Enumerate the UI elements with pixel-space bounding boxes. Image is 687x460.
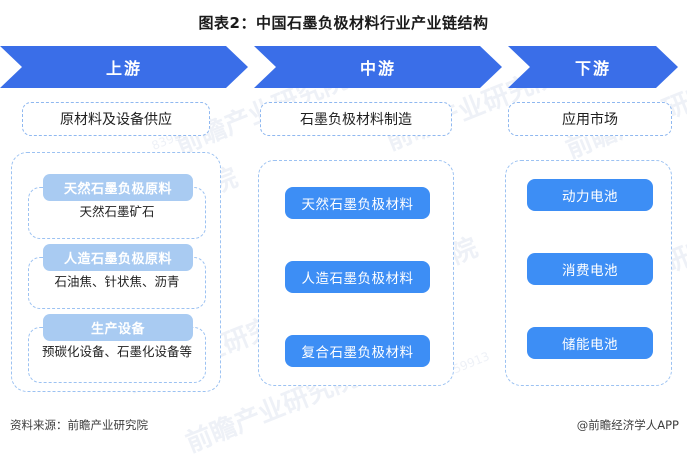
midstream-column: 天然石墨负极材料 人造石墨负极材料 复合石墨负极材料 (258, 160, 454, 386)
upstream-group-body: 石油焦、针状焦、沥青 (54, 274, 180, 289)
upstream-group-header: 天然石墨负极原料 (43, 174, 193, 201)
midstream-item-natural[interactable]: 天然石墨负极材料 (285, 187, 430, 219)
upstream-group-header: 生产设备 (43, 314, 193, 341)
downstream-item-power-battery[interactable]: 动力电池 (527, 179, 653, 211)
downstream-item-consumer-battery[interactable]: 消费电池 (527, 253, 653, 285)
midstream-item-artificial[interactable]: 人造石墨负极材料 (285, 261, 430, 293)
downstream-item-storage-battery[interactable]: 储能电池 (527, 327, 653, 359)
upstream-group-body: 天然石墨矿石 (79, 204, 155, 219)
stage-label-midstream: 中游 (359, 59, 396, 78)
downstream-column: 动力电池 消费电池 储能电池 (505, 160, 672, 386)
page-title: 图表2：中国石墨负极材料行业产业链结构 (198, 14, 489, 32)
section-header-upstream: 原材料及设备供应 (22, 102, 210, 136)
stage-chevron-upstream[interactable]: 上游 (0, 46, 248, 88)
midstream-item-composite[interactable]: 复合石墨负极材料 (285, 335, 430, 367)
upstream-group-artificial-graphite[interactable]: 人造石墨负极原料 石油焦、针状焦、沥青 (28, 244, 206, 309)
section-header-downstream: 应用市场 (508, 102, 672, 136)
upstream-group-header: 人造石墨负极原料 (43, 244, 193, 271)
upstream-group-body: 预碳化设备、石墨化设备等 (41, 344, 192, 359)
upstream-group-production-equipment[interactable]: 生产设备 预碳化设备、石墨化设备等 (28, 314, 206, 383)
stage-label-upstream: 上游 (105, 59, 142, 78)
stage-chevron-midstream[interactable]: 中游 (254, 46, 502, 88)
source-note: 资料来源：前瞻产业研究院 (10, 418, 148, 432)
upstream-column: 天然石墨负极原料 天然石墨矿石 人造石墨负极原料 石油焦、针状焦、沥青 生产设备… (11, 152, 221, 392)
stage-label-downstream: 下游 (574, 59, 611, 78)
stage-chevron-downstream[interactable]: 下游 (508, 46, 678, 88)
attribution: @前瞻经济学人APP (576, 418, 679, 432)
upstream-group-natural-graphite[interactable]: 天然石墨负极原料 天然石墨矿石 (28, 174, 206, 239)
section-header-midstream: 石墨负极材料制造 (260, 102, 452, 136)
stage-chevron-row: 上游 中游 下游 (0, 46, 687, 88)
